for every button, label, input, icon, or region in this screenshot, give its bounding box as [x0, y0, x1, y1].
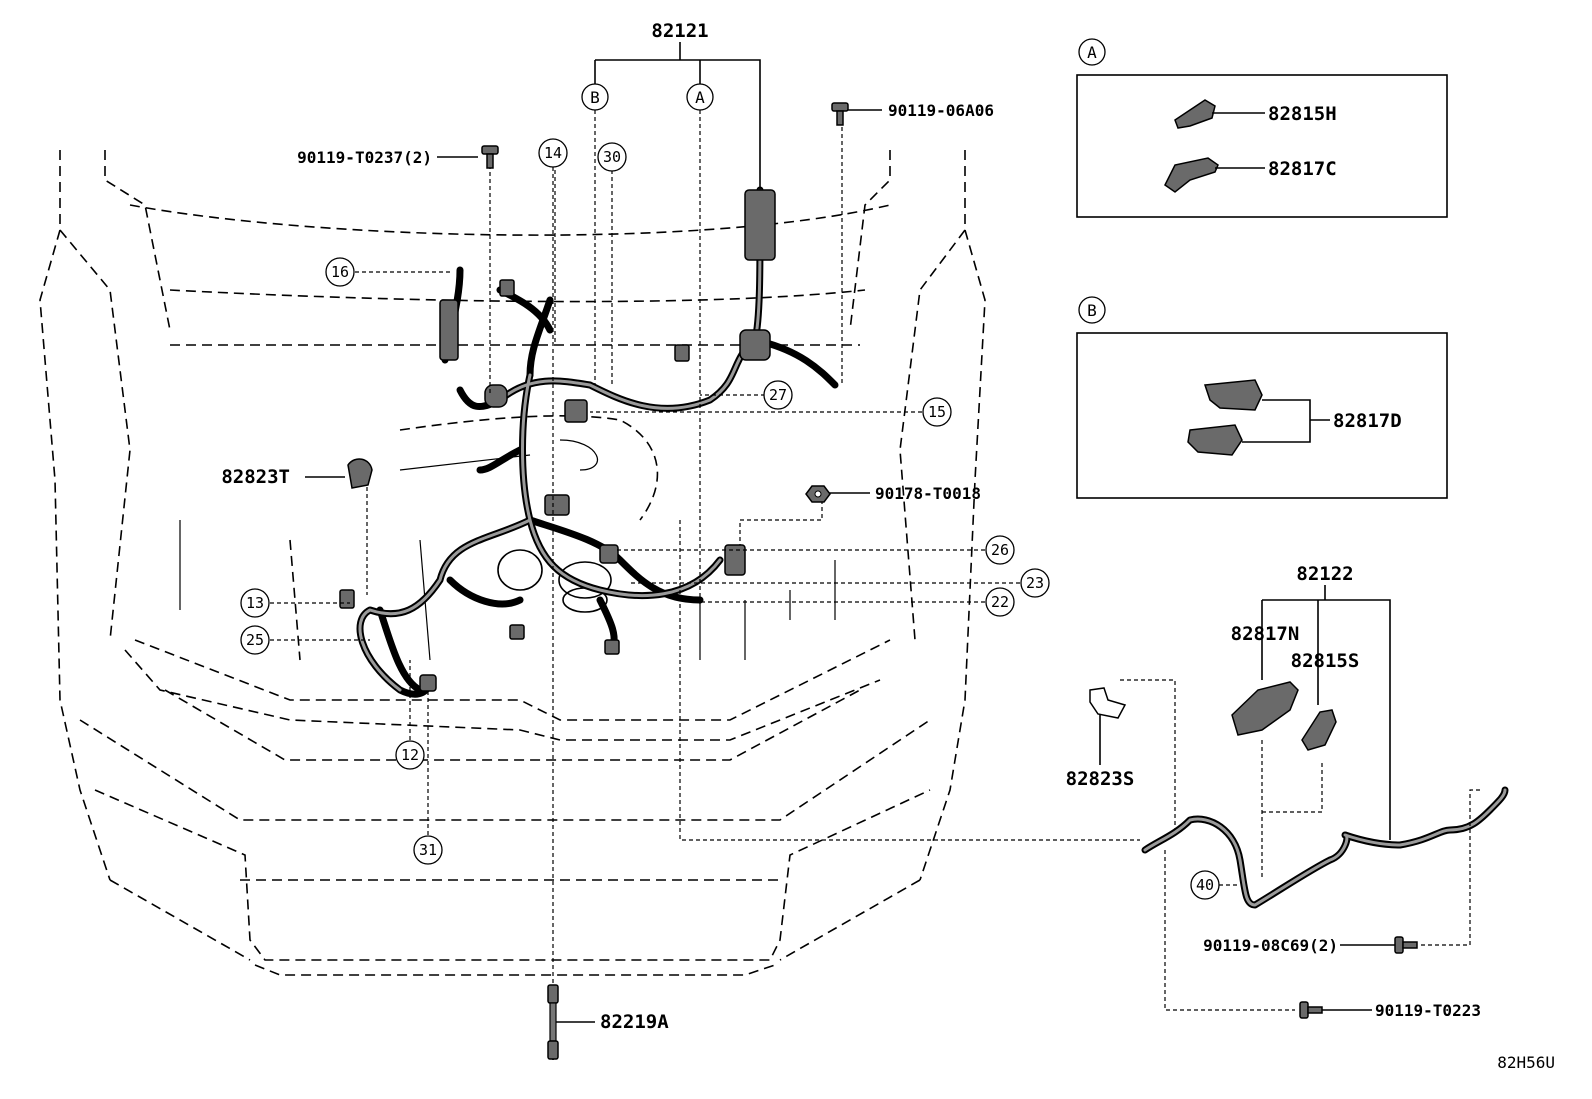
label-82823t: 82823T [221, 466, 290, 488]
svg-text:13: 13 [246, 594, 264, 612]
label-82815s: 82815S [1291, 650, 1360, 672]
label-90119-08c69: 90119-08C69(2) [1203, 936, 1338, 955]
svg-text:82817C: 82817C [1268, 158, 1337, 180]
svg-text:82817D: 82817D [1333, 410, 1402, 432]
ref-b-circle: B [581, 83, 609, 111]
svg-text:A: A [1087, 43, 1097, 62]
svg-text:23: 23 [1026, 574, 1044, 592]
callout-23: 23 [1020, 568, 1050, 598]
svg-text:31: 31 [419, 841, 437, 859]
svg-text:B: B [1087, 301, 1097, 320]
label-82121: 82121 [651, 20, 708, 42]
callout-40: 40 [1196, 876, 1214, 894]
cover-82815h-icon [1174, 99, 1216, 129]
svg-text:82815H: 82815H [1268, 103, 1337, 125]
sub-harness-82122: 82122 82817N 82815S 82823S 40 [1066, 563, 1509, 1020]
nut-t0018-icon [805, 485, 831, 503]
callout-16: 16 [325, 257, 355, 287]
svg-text:B: B [590, 88, 600, 107]
svg-text:30: 30 [603, 148, 621, 166]
label-90119-t0237: 90119-T0237(2) [297, 148, 432, 167]
fasteners [347, 102, 849, 1060]
vehicle-body-outline [39, 150, 986, 976]
svg-text:25: 25 [246, 631, 264, 649]
clip-82823t-icon [347, 458, 373, 489]
label-90119-t0223: 90119-T0223 [1375, 1001, 1481, 1020]
label-82219a: 82219A [600, 1011, 669, 1033]
label-82823s: 82823S [1066, 768, 1135, 790]
svg-text:15: 15 [928, 403, 946, 421]
callout-13: 13 [240, 588, 270, 618]
callout-circles: 14 30 16 27 15 26 23 22 [240, 83, 1050, 865]
bolt-08c69-icon [1394, 936, 1418, 954]
bolt-t0223-icon [1299, 1001, 1323, 1019]
callout-26: 26 [985, 535, 1015, 565]
detail-box-a: A 82815H 82817C [1076, 38, 1448, 218]
bolt-06a06-icon [831, 102, 849, 126]
cover-82817d-bottom-icon [1187, 424, 1243, 456]
bolt-t0237-icon [481, 145, 499, 169]
svg-text:14: 14 [544, 144, 562, 162]
diagram-code: 82H56U [1497, 1053, 1555, 1072]
cover-82817d-top-icon [1203, 379, 1263, 411]
callout-30: 30 [597, 142, 627, 172]
clip-82823s-icon [1089, 687, 1127, 719]
main-harness-wiring [339, 186, 839, 698]
svg-text:12: 12 [401, 746, 419, 764]
cover-82817c-icon [1164, 157, 1219, 193]
svg-text:A: A [695, 88, 705, 107]
callout-15: 15 [922, 397, 952, 427]
label-90119-06a06: 90119-06A06 [888, 101, 994, 120]
wire-82219a-icon [547, 984, 559, 1060]
svg-text:26: 26 [991, 541, 1009, 559]
label-82817n: 82817N [1231, 623, 1300, 645]
svg-text:22: 22 [991, 593, 1009, 611]
engine-outline [289, 415, 659, 661]
cover-82817n-icon [1231, 681, 1299, 736]
svg-text:16: 16 [331, 263, 349, 281]
detail-box-b: B 82817D [1076, 296, 1448, 499]
label-82122: 82122 [1296, 563, 1353, 585]
label-90178-t0018: 90178-T0018 [875, 484, 981, 503]
callout-25: 25 [240, 625, 270, 655]
part-labels: 82121 90119-06A06 90119-T0237(2) 82823T … [221, 20, 994, 1033]
svg-text:27: 27 [769, 386, 787, 404]
callout-14: 14 [538, 138, 568, 168]
ref-a-circle: A [686, 83, 714, 111]
callout-12: 12 [395, 740, 425, 770]
callout-27: 27 [763, 380, 793, 410]
callout-22: 22 [985, 587, 1015, 617]
callout-31: 31 [413, 835, 443, 865]
cover-82815s-icon [1301, 709, 1337, 751]
